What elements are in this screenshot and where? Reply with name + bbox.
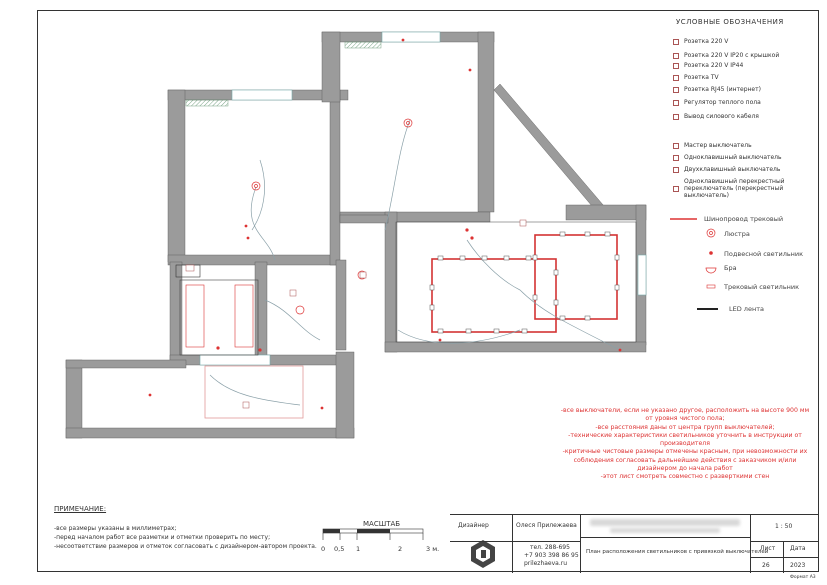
scale-tick-label: 0,5: [334, 545, 345, 553]
legend-item: Розетка RJ45 (интернет): [673, 86, 761, 93]
sockets: [185, 219, 527, 409]
notes-title: ПРИМЕЧАНИЕ:: [54, 505, 107, 513]
scale-bar: [322, 528, 424, 540]
pendant-points: [148, 38, 622, 410]
phone-1: тел. 288-695: [530, 544, 570, 551]
legend-item: Розетка 220 V: [673, 38, 728, 45]
format-label: Формат А3: [790, 575, 816, 580]
legend-item: Розетка 220 V IP44: [673, 62, 743, 69]
list-label: Лист: [760, 545, 776, 552]
scale-tick-label: 3 м.: [426, 545, 440, 553]
legend-item: Вывод силового кабеля: [673, 113, 759, 120]
scale-value: 1 : 50: [775, 523, 793, 530]
legend-item-label: Розетка 220 V: [684, 38, 729, 45]
legend-symbol-icon: [673, 86, 679, 93]
scale-title: МАСШТАБ: [363, 520, 401, 528]
legend-symbol-icon: [673, 52, 679, 59]
red-note-line: -все расстояния даны от центра групп вык…: [595, 423, 775, 431]
date-label: Дата: [790, 545, 806, 552]
sheet-title: План расположения светильников с привязк…: [586, 549, 769, 555]
legend-symbol-icon: [673, 99, 679, 106]
note-line: -перед началом работ все разметки и отме…: [54, 534, 271, 541]
light-legend-label: Трековый светильник: [724, 283, 800, 291]
designer-logo: [471, 540, 495, 568]
legend-symbol-icon: [673, 166, 679, 173]
light-legend-label: Люстра: [724, 230, 750, 238]
legend-item-label: Розетка RJ45 (интернет): [684, 86, 761, 93]
title-block: Дизайнер Олеся Прилежаева тел. 288-695 +…: [450, 514, 819, 573]
legend-symbol-icon: [673, 142, 679, 149]
red-note-line: от уровня чистого пола;: [645, 415, 725, 423]
legend-symbol-icon: [673, 74, 679, 81]
red-note-line: -этот лист смотреть совместно с развертк…: [600, 473, 770, 481]
legend-item-label: Вывод силового кабеля: [684, 113, 759, 120]
legend-item-label: Регулятор теплого пола: [684, 99, 761, 106]
legend-item: Мастер выключатель: [673, 142, 752, 149]
legend-item: Одноклавишный перекрестный переключатель…: [673, 178, 804, 199]
legend-item-label: Одноклавишный перекрестный переключатель…: [684, 178, 785, 199]
redacted-address: [610, 528, 720, 533]
legend-item-label: Розетка TV: [684, 74, 719, 81]
legend-item: Розетка TV: [673, 74, 719, 81]
designer-label: Дизайнер: [458, 522, 489, 529]
red-note-line: -технические характеристики светильников…: [568, 431, 802, 439]
walls: [65, 31, 647, 439]
list-value: 26: [762, 562, 770, 569]
legend-symbol-icon: [673, 38, 679, 45]
legend-title: УСЛОВНЫЕ ОБОЗНАЧЕНИЯ: [676, 18, 784, 26]
date-value: 2023: [790, 562, 806, 569]
legend-item: Розетка 220 V IP20 с крышкой: [673, 52, 779, 59]
light-legend-label: Подвесной светильник: [724, 250, 804, 258]
legend-item-label: Мастер выключатель: [684, 142, 752, 149]
light-legend-label: Шинопровод трековый: [704, 215, 784, 223]
legend-item-label: Розетка 220 V IP20 с крышкой: [684, 52, 780, 59]
legend-item-label: Розетка 220 V IP44: [684, 62, 744, 69]
red-note-line: -критичные чистовые размеры отмечены кра…: [562, 448, 808, 456]
legend-symbol-icon: [673, 185, 679, 192]
track-spots: [429, 231, 620, 334]
legend-item: Двухклавишный выключатель: [673, 166, 780, 173]
redacted-client: [590, 519, 740, 526]
light-legend-label: Бра: [724, 264, 737, 272]
legend-symbol-icon: [673, 154, 679, 161]
light-legend-label: LED лента: [729, 305, 764, 313]
legend-symbol-icon: [673, 62, 679, 69]
legend-symbol-icon: [673, 113, 679, 120]
red-notes: -все выключатели, если не указано другое…: [560, 407, 810, 482]
scale-tick-label: 0: [321, 545, 326, 553]
red-note-line: соблюдения согласовать дальнейшие действ…: [573, 456, 797, 464]
legend-item-label: Одноклавишный выключатель: [684, 154, 782, 161]
phone-2: +7 903 398 86 95: [524, 552, 579, 559]
sheet-frame: [37, 10, 819, 572]
legend-item: Регулятор теплого пола: [673, 99, 761, 106]
legend-item: Одноклавишный выключатель: [673, 154, 782, 161]
chandeliers: [251, 118, 413, 315]
scale-tick-label: 2: [398, 545, 403, 553]
legend-symbols: [670, 218, 718, 310]
red-note-line: дизайнером до начала работ: [637, 465, 733, 473]
website: prilezhaeva.ru: [524, 560, 568, 567]
designer-name: Олеся Прилежаева: [516, 522, 577, 529]
note-line: -все размеры указаны в миллиметрах;: [54, 525, 177, 532]
red-note-line: -все выключатели, если не указано другое…: [560, 407, 810, 414]
red-note-line: производителя: [660, 440, 710, 448]
legend-item-label: Двухклавишный выключатель: [684, 166, 781, 173]
scale-tick-label: 1: [356, 545, 361, 553]
note-line: -несоответствие размеров и отметок согла…: [54, 543, 317, 550]
